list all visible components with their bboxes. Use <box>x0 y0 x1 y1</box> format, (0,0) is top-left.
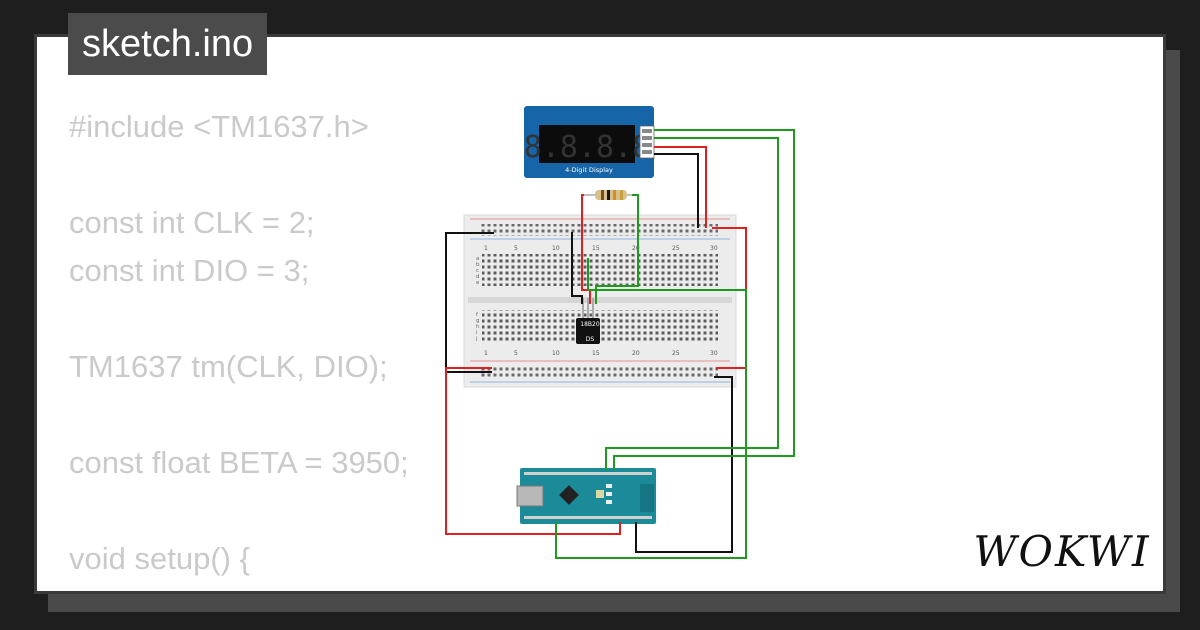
bb-row-label: e <box>476 280 480 286</box>
bb-row-label: c <box>476 268 479 274</box>
wire-red <box>654 146 707 228</box>
breadboard[interactable]: 1 5 10 15 20 25 30 a b c d e f g h i j 1… <box>463 214 737 388</box>
wire-black <box>571 232 583 304</box>
code-line: const int DIO = 3; <box>69 253 310 288</box>
bb-num: 1 <box>484 245 488 252</box>
bb-row-label: j <box>475 336 478 342</box>
bb-row-label: g <box>476 318 480 324</box>
wire-green <box>613 129 795 470</box>
code-editor: #include <TM1637.h> const int CLK = 2; con… <box>69 103 409 591</box>
bb-row-label: b <box>476 262 480 268</box>
bb-num: 1 <box>484 350 488 357</box>
wokwi-logo: WOKWI <box>976 527 1150 576</box>
bb-num: 25 <box>672 350 680 357</box>
code-line: const int CLK = 2; <box>69 205 315 240</box>
breadboard-bottom-numbers: 1 5 10 15 20 25 30 <box>484 350 718 357</box>
sensor-label-1: DS <box>586 336 595 343</box>
wire-red <box>445 367 621 535</box>
file-tab[interactable]: sketch.ino <box>68 13 268 75</box>
display-digits: 8.8.8.8 <box>524 130 650 165</box>
bb-num: 20 <box>632 350 640 357</box>
wire-red <box>581 194 591 304</box>
bb-row-label: a <box>476 256 479 262</box>
bb-num: 30 <box>710 350 718 357</box>
resistor[interactable] <box>584 190 632 200</box>
wires <box>445 129 795 559</box>
wire-green <box>595 194 639 304</box>
sensor-label-2: 18B20 <box>580 321 600 328</box>
code-line: #include <TM1637.h> <box>69 109 369 144</box>
ds18b20-sensor[interactable]: DS 18B20 <box>576 298 600 344</box>
bb-num: 30 <box>710 245 718 252</box>
wire-green <box>555 258 747 559</box>
code-line: TM1637 tm(CLK, DIO); <box>69 349 388 384</box>
wire-black <box>635 376 733 553</box>
bb-num: 15 <box>592 350 600 357</box>
bb-num: 25 <box>672 245 680 252</box>
code-line: void setup() { <box>69 541 250 576</box>
bb-row-label: d <box>476 274 480 280</box>
breadboard-top-numbers: 1 5 10 15 20 25 30 <box>484 245 718 252</box>
bb-num: 5 <box>514 350 518 357</box>
code-line: const float BETA = 3950; <box>69 445 409 480</box>
display-label: 4-Digit Display <box>565 166 613 174</box>
bb-num: 10 <box>552 350 560 357</box>
wire-black <box>445 232 494 373</box>
wire-green <box>605 137 779 470</box>
wire-black <box>654 153 699 228</box>
bb-row-label: f <box>476 312 479 318</box>
logo-text: WOKWI <box>976 527 1150 576</box>
bb-num: 20 <box>632 245 640 252</box>
code-line: Serial.begin(9600); <box>69 583 409 591</box>
four-digit-display[interactable]: 8.8.8.8 4-Digit Display <box>524 106 655 178</box>
bb-num: 15 <box>592 245 600 252</box>
bb-num: 5 <box>514 245 518 252</box>
arduino-nano[interactable] <box>516 468 656 524</box>
bb-num: 10 <box>552 245 560 252</box>
bb-row-label: i <box>476 330 478 336</box>
bb-row-label: h <box>476 324 480 330</box>
